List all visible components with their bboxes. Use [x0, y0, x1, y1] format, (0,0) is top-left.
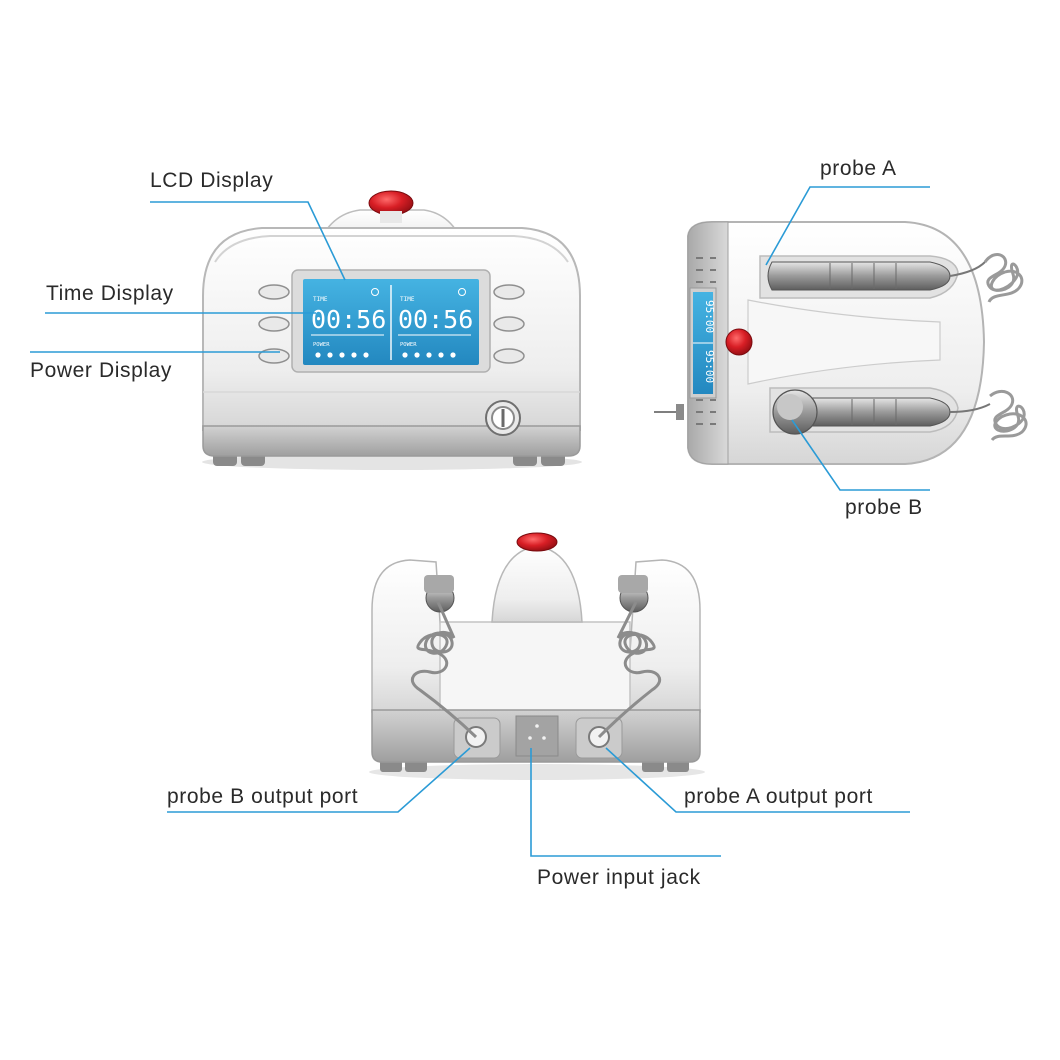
front-left-button-3[interactable]	[258, 348, 290, 364]
top-red-emitter	[725, 328, 753, 356]
rear-probe-a-coiled-cable	[597, 601, 662, 739]
probe-a	[767, 261, 951, 291]
leader-probe-a-output-port	[605, 747, 910, 813]
leader-probe-b-output-port	[167, 747, 471, 813]
label-probe-a: probe A	[820, 157, 897, 180]
front-left-button-2[interactable]	[258, 316, 290, 332]
probe-b-coiled-cable	[989, 390, 1028, 442]
lcd-right-time-caption: TIME	[400, 296, 415, 303]
leader-probe-a	[765, 186, 930, 266]
lcd-left-time: 00:56	[311, 305, 386, 334]
front-left-button-1[interactable]	[258, 284, 290, 300]
front-base	[202, 425, 581, 457]
power-input-jack[interactable]	[515, 715, 559, 757]
front-right-button-3[interactable]	[493, 348, 525, 364]
top-side-lcd-time-a: 95:00	[703, 300, 716, 333]
probe-a-coiled-cable	[983, 252, 1024, 303]
front-view: TIME TIME 00:56 00:56 POWER POWER	[202, 190, 582, 470]
rear-red-emitter	[516, 532, 558, 552]
leader-lines	[30, 186, 930, 857]
top-view: 95:00 95:00	[654, 221, 1028, 465]
lcd-right-power-dots	[402, 352, 456, 358]
lcd-left-time-caption: TIME	[313, 296, 328, 303]
leader-power-input-jack	[530, 748, 721, 857]
front-right-button-2[interactable]	[493, 316, 525, 332]
probe-b	[772, 389, 951, 435]
label-time-display: Time Display	[46, 282, 174, 305]
label-probe-b-output-port: probe B output port	[167, 785, 359, 808]
label-lcd-display: LCD Display	[150, 169, 274, 192]
label-probe-a-output-port: probe A output port	[684, 785, 873, 808]
lcd-right-status-icon	[458, 288, 466, 296]
lcd-right-power-caption: POWER	[400, 342, 417, 348]
label-probe-b: probe B	[845, 496, 923, 519]
top-vent-slots	[696, 257, 716, 425]
leader-probe-b	[791, 419, 930, 491]
lcd-left-status-icon	[371, 288, 379, 296]
lcd-left-power-dots	[315, 352, 369, 358]
rear-view	[369, 532, 705, 780]
rear-probe-b-coiled-cable	[410, 601, 478, 739]
top-side-lcd-time-b: 95:00	[703, 350, 716, 383]
label-power-display: Power Display	[30, 359, 173, 382]
lcd-right-time: 00:56	[398, 305, 473, 334]
label-power-input-jack: Power input jack	[537, 866, 701, 889]
leader-lcd-display	[150, 201, 346, 281]
lcd-left-power-caption: POWER	[313, 342, 330, 348]
front-right-button-1[interactable]	[493, 284, 525, 300]
